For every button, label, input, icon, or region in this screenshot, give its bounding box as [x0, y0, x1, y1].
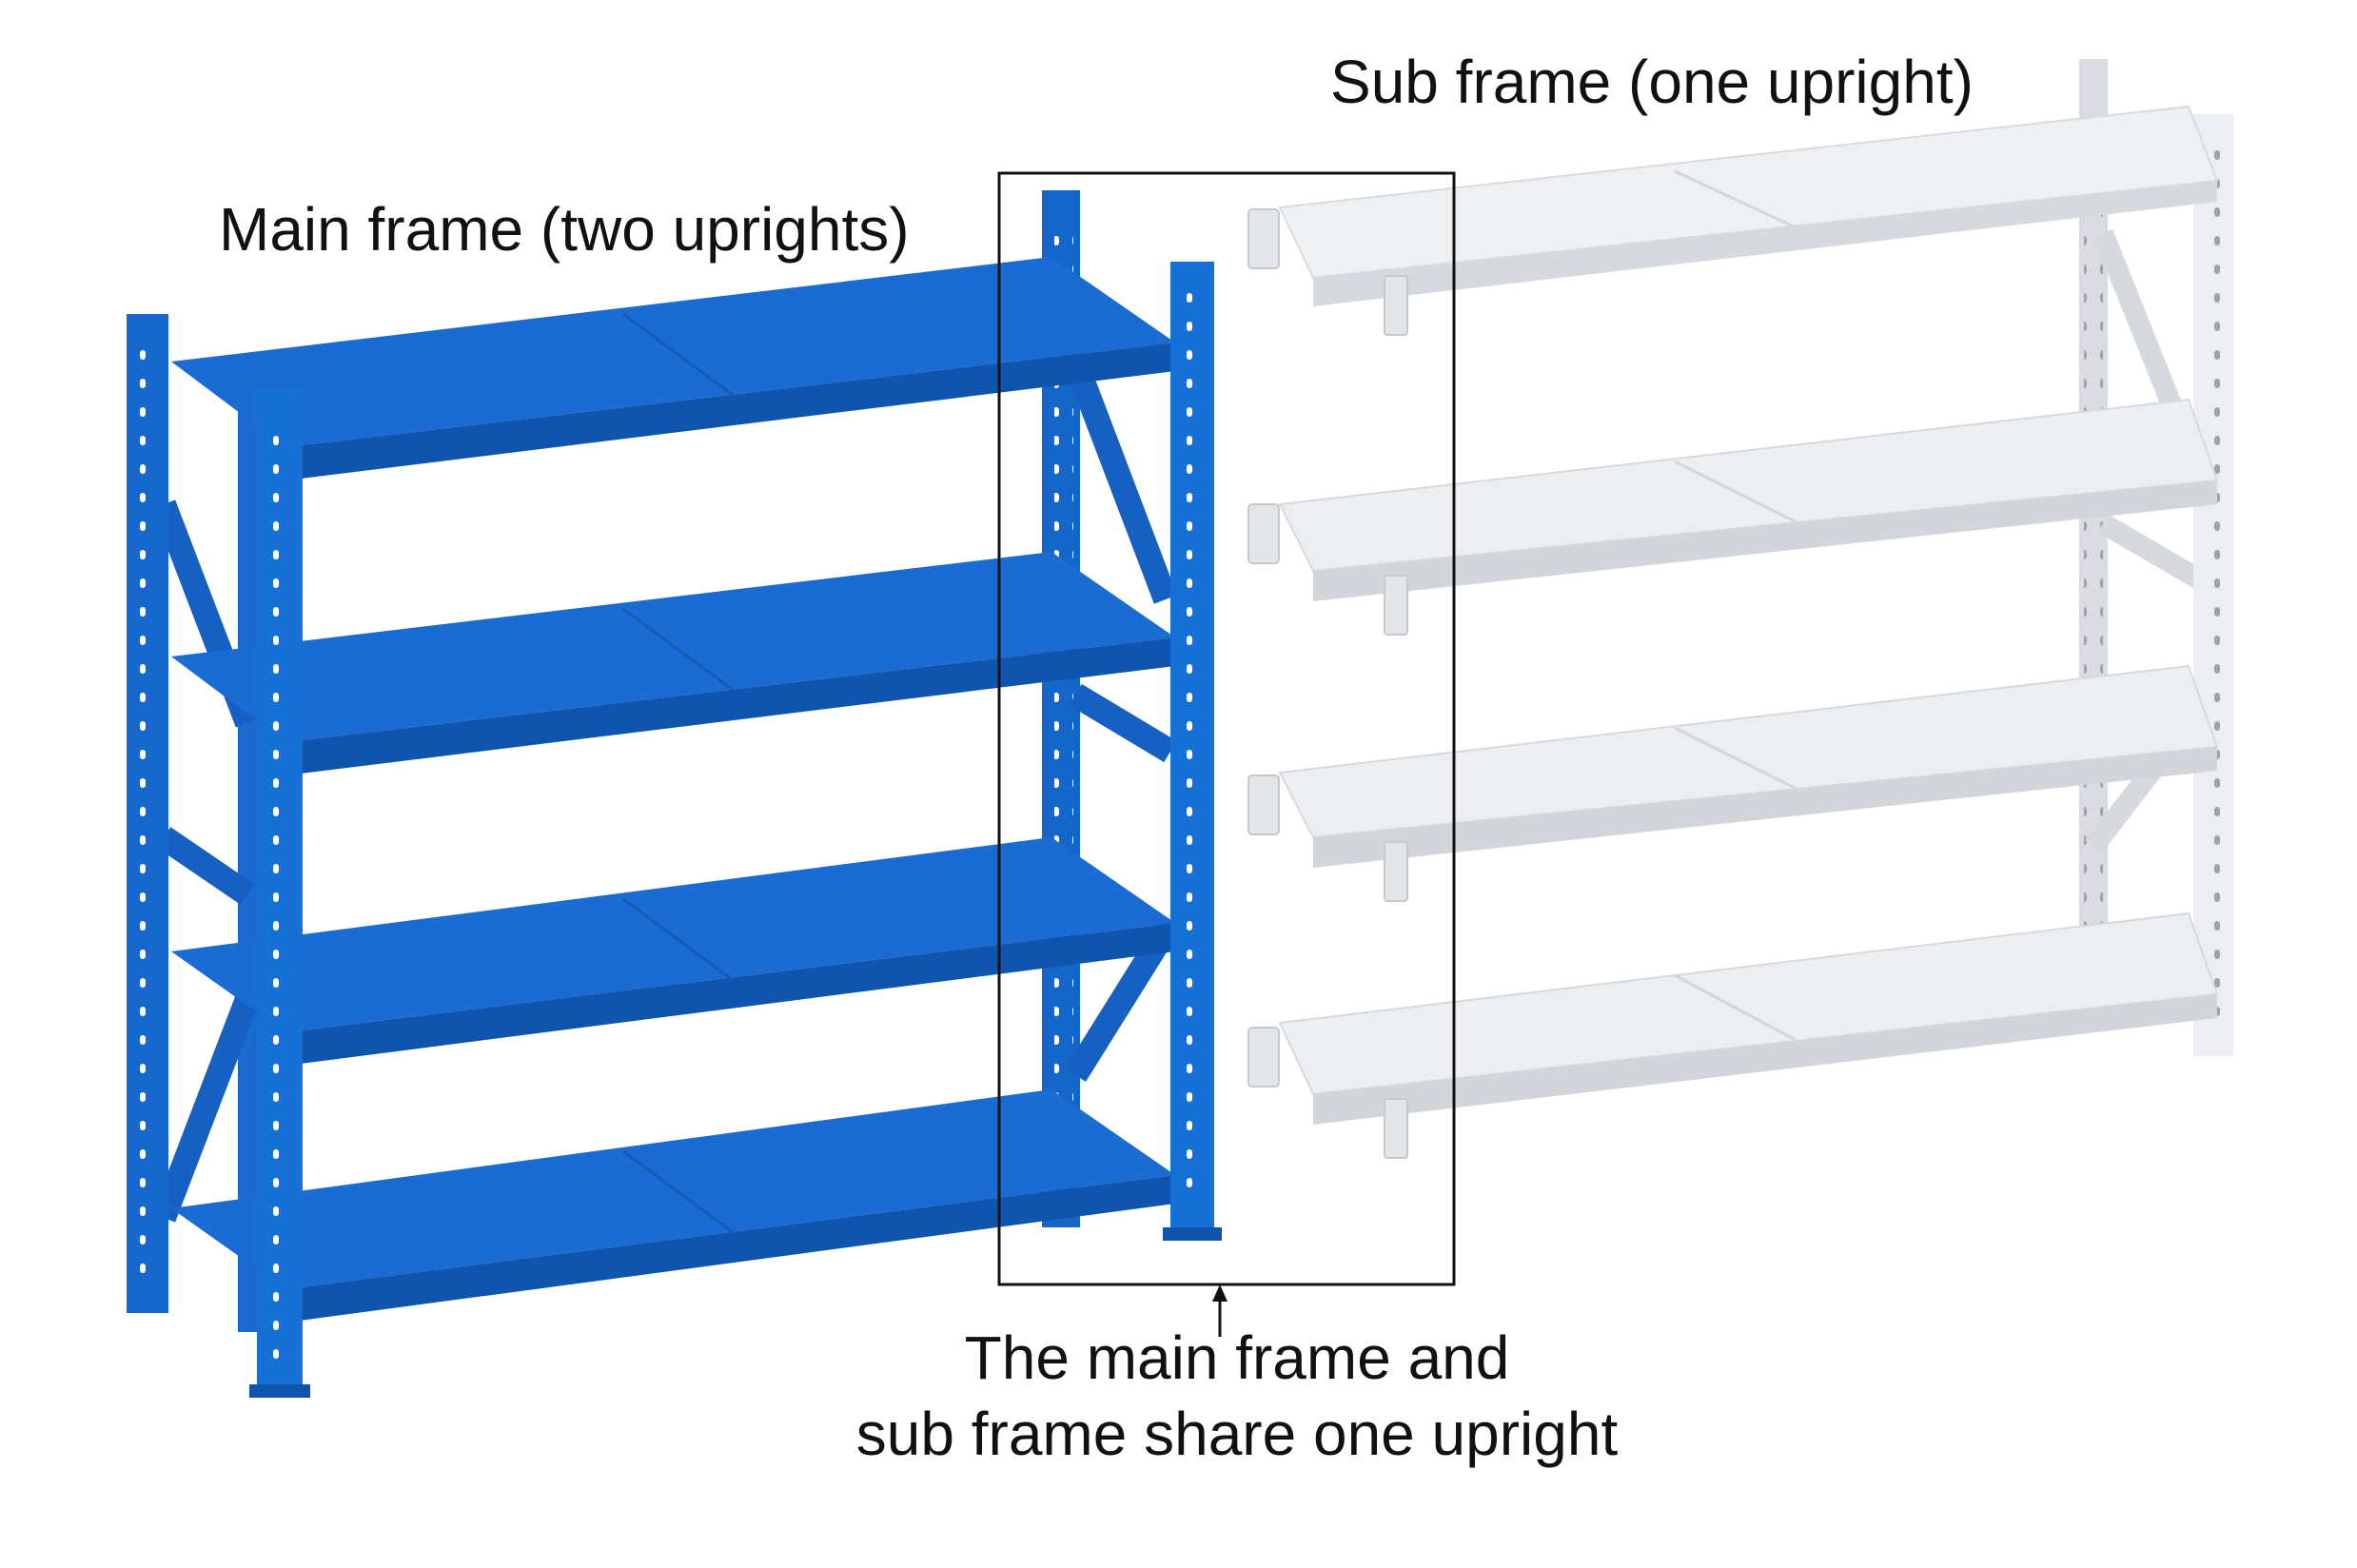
sub-frame-shelf-2	[1278, 398, 2219, 601]
sub-frame-connector-brackets	[1247, 208, 1408, 1159]
main-frame-foot	[249, 1384, 310, 1398]
main-frame-front-mid-holes	[270, 419, 289, 1361]
sub-frame-shelf-3	[1278, 664, 2219, 868]
main-frame-front-left-holes	[138, 343, 157, 1284]
main-frame-shelving	[127, 190, 1222, 1398]
main-frame-shelf-3	[171, 837, 1175, 1066]
main-frame-foot	[1163, 1227, 1222, 1241]
shared-upright-caption: The main frame and sub frame share one u…	[828, 1320, 1646, 1472]
sub-frame-label: Sub frame (one upright)	[1330, 48, 1974, 116]
main-frame-front-right-holes	[1183, 285, 1202, 1199]
sub-frame-shelf-4	[1278, 911, 2219, 1125]
pointer-arrow-icon	[1212, 1284, 1228, 1337]
main-frame-shelf-1	[171, 257, 1175, 480]
main-frame-shelf-2	[171, 552, 1175, 775]
main-frame-shelf-4	[171, 1089, 1175, 1323]
shared-upright-highlight-box	[997, 171, 1456, 1286]
sub-frame-shelf-1	[1278, 105, 2219, 306]
sub-frame-front-upright-holes	[2204, 143, 2223, 1018]
caption-line-1: The main frame and	[964, 1323, 1510, 1392]
main-frame-left-braces	[151, 500, 260, 1223]
main-frame-right-braces	[1063, 357, 1182, 1082]
sub-frame-shelving	[1247, 59, 2233, 1159]
caption-line-2: sub frame share one upright	[855, 1400, 1619, 1468]
main-frame-label: Main frame (two uprights)	[219, 195, 910, 264]
